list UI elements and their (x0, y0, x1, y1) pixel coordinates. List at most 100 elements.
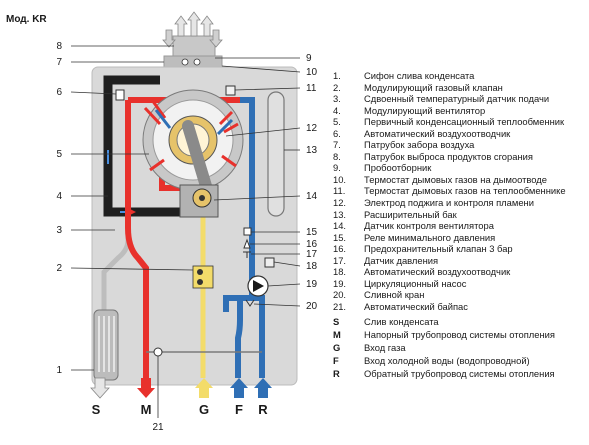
legend-number: 21. (333, 300, 347, 312)
callout-16: 16 (306, 239, 318, 250)
legend-number: 11. (333, 185, 346, 197)
pipe-label-m: M (141, 402, 152, 417)
code-key: F (333, 355, 339, 366)
legend-number: 15. (333, 231, 347, 243)
legend-item: 21. Автоматический байпас (333, 301, 585, 313)
callout-6: 6 (56, 87, 62, 98)
legend-number: 17. (333, 254, 347, 266)
legend-number: 18. (333, 266, 347, 278)
legend-text: Циркуляционный насос (364, 277, 467, 289)
legend-item: 4. Модулирующий вентилятор (333, 105, 585, 117)
legend-text: Сдвоенный температурный датчик подачи (364, 93, 550, 105)
pipe-arrows (90, 377, 272, 399)
code-item: R Обратный трубопровод системы отопления (333, 367, 585, 380)
code-item: M Напорный трубопровод системы отопления (333, 328, 585, 341)
legend-item: 18. Автоматический воздухоотводчик (333, 266, 585, 278)
legend-item: 10. Термостат дымовых газов на дымоотводе (333, 174, 585, 186)
callouts-left: 8 7 6 5 4 3 2 1 (56, 41, 62, 376)
flue-duct (103, 75, 190, 217)
pipe-label-g: G (199, 402, 209, 417)
callout-18: 18 (306, 261, 318, 272)
callout-3: 3 (56, 225, 62, 236)
legend-text: Расширительный бак (364, 208, 457, 220)
bypass-valve (153, 347, 163, 357)
legend-item: 3. Сдвоенный температурный датчик подачи (333, 93, 585, 105)
legend-text: Автоматический воздухоотводчик (364, 127, 511, 139)
legend-item: 5. Первичный конденсационный теплообменни… (333, 116, 585, 128)
code-text: Напорный трубопровод системы отопления (364, 329, 555, 340)
legend-number: 7. (333, 139, 341, 151)
legend-text: Патрубок выброса продуктов сгорания (364, 150, 533, 162)
legend-number: 4. (333, 104, 341, 116)
legend-item: 13. Расширительный бак (333, 209, 585, 221)
code-key: S (333, 316, 340, 327)
callout-11: 11 (306, 83, 317, 94)
callout-21: 21 (152, 422, 164, 433)
callout-7: 7 (56, 57, 62, 68)
legend-number: 19. (333, 277, 347, 289)
legend-item: 6. Автоматический воздухоотводчик (333, 128, 585, 140)
legend-number: 12. (333, 197, 347, 209)
legend-text: Датчик контроля вентилятора (364, 220, 494, 232)
callout-9: 9 (306, 53, 312, 64)
callout-4: 4 (56, 191, 62, 202)
code-key: R (333, 368, 340, 379)
callout-13: 13 (306, 145, 318, 156)
code-text: Вход холодной воды (водопроводной) (364, 355, 530, 366)
legend-text: Сливной кран (364, 289, 425, 301)
gas-line (192, 212, 214, 378)
legend-text: Первичный конденсационный теплообменник (364, 116, 565, 128)
flue-thermostat (225, 85, 236, 96)
legend-text: Электрод поджига и контроля пламени (364, 197, 534, 209)
callout-20: 20 (306, 301, 318, 312)
legend-item: 16.Предохранительный клапан 3 бар (333, 243, 585, 255)
code-key: M (333, 329, 341, 340)
legend-number: 5. (333, 116, 341, 128)
legend-text: Термостат дымовых газов на дымоотводе (364, 173, 547, 185)
legend-item: 20.Сливной кран (333, 289, 585, 301)
legend-number: 16. (333, 243, 347, 255)
legend-text: Автоматический воздухоотводчик (364, 266, 511, 278)
code-text: Обратный трубопровод системы отопления (364, 368, 555, 379)
legend-number: 3. (333, 93, 341, 105)
pipe-label-r: R (258, 402, 268, 417)
intake-arrows (162, 29, 223, 48)
callout-19: 19 (306, 279, 318, 290)
heat-exchanger (142, 89, 244, 192)
legend-item: 2.Модулирующий газовый клапан (333, 82, 585, 94)
pipe-label-s: S (92, 402, 101, 417)
fan (179, 184, 219, 218)
legend-item: 17. Датчик давления (333, 255, 585, 267)
callout-8: 8 (56, 41, 62, 52)
exhaust-arrows (174, 11, 214, 37)
circulation-pump (247, 275, 269, 297)
legend-number: 10. (333, 173, 347, 185)
code-item: F Вход холодной воды (водопроводной) (333, 354, 585, 367)
legend-number: 8. (333, 150, 341, 162)
air-vent-top (115, 89, 125, 101)
legend-number: 1. (333, 70, 341, 81)
model-title: Мод. KR (6, 14, 47, 25)
legend-item: 15.Реле минимального давления (333, 232, 585, 244)
callout-5: 5 (56, 149, 62, 160)
gas-valve (192, 265, 214, 289)
legend-text: Модулирующий вентилятор (364, 104, 486, 116)
legend-text: Автоматический байпас (364, 300, 468, 312)
legend-item: 11.Термостат дымовых газов на теплообмен… (333, 185, 585, 197)
legend-item: 7. Патрубок забора воздуха (333, 139, 585, 151)
legend-text: Сифон слива конденсата (364, 70, 475, 81)
code-text: Вход газа (364, 342, 406, 353)
legend-item: 19. Циркуляционный насос (333, 278, 585, 290)
legend-number: 13. (333, 208, 347, 220)
return-circuit (223, 97, 265, 378)
legend-text: Патрубок забора воздуха (364, 139, 475, 151)
callout-14: 14 (306, 191, 318, 202)
legend-text: Датчик давления (364, 254, 439, 266)
legend-number: 6. (333, 127, 341, 139)
expansion-vessel (267, 91, 285, 217)
